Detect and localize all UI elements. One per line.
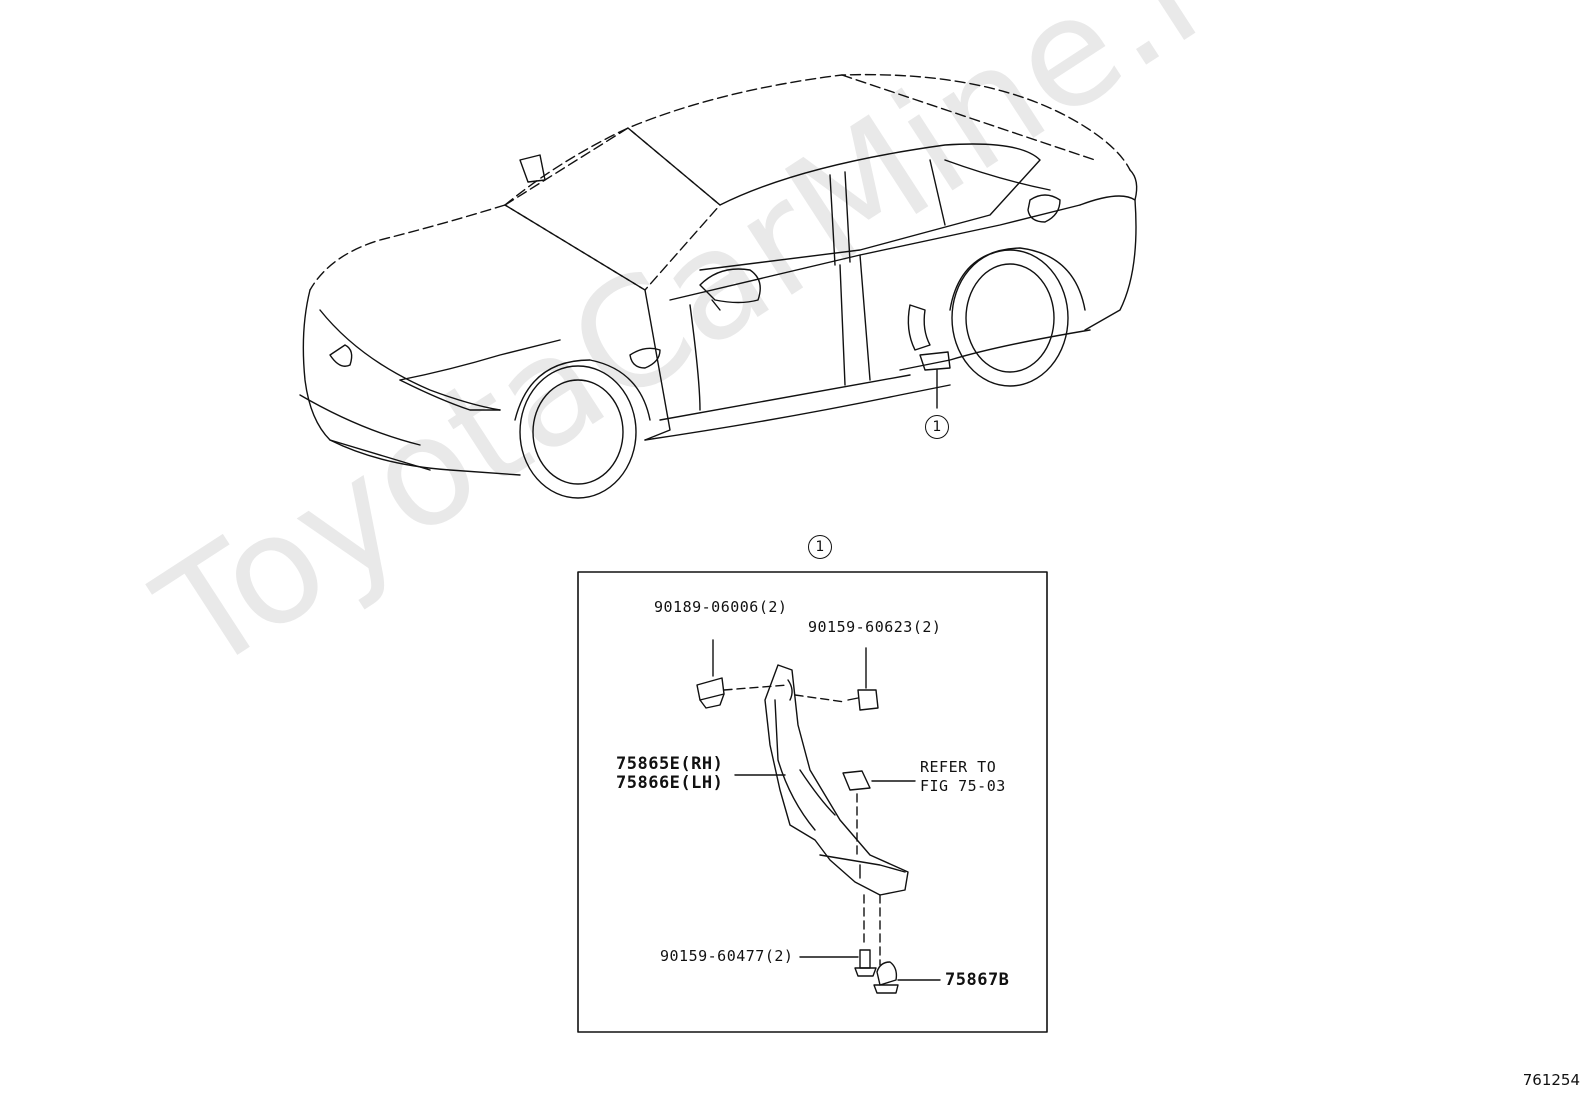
label-panel-lh: 75866E(LH) — [616, 773, 724, 793]
label-panel-rh: 75865E(RH) — [616, 754, 724, 774]
label-refer-note: REFER TO FIG 75-03 — [920, 758, 1006, 796]
label-clip-bottom: 75867B — [945, 970, 1010, 990]
label-panel-part-numbers: 75865E(RH) 75866E(LH) — [616, 755, 723, 793]
detail-parts — [696, 639, 941, 994]
car-illustration — [299, 73, 1138, 499]
detail-callout-badge: 1 — [808, 535, 832, 559]
diagram-id: 761254 — [1522, 1071, 1580, 1089]
label-refer-line2: FIG 75-03 — [920, 777, 1006, 795]
label-clip-top: 90189-06006(2) — [654, 598, 788, 616]
label-bolt-top: 90159-60623(2) — [808, 618, 942, 636]
callout-badge: 1 — [925, 415, 949, 439]
label-bolt-bottom: 90159-60477(2) — [660, 947, 794, 965]
detail-frame — [577, 571, 1048, 1033]
label-refer-line1: REFER TO — [920, 758, 997, 776]
